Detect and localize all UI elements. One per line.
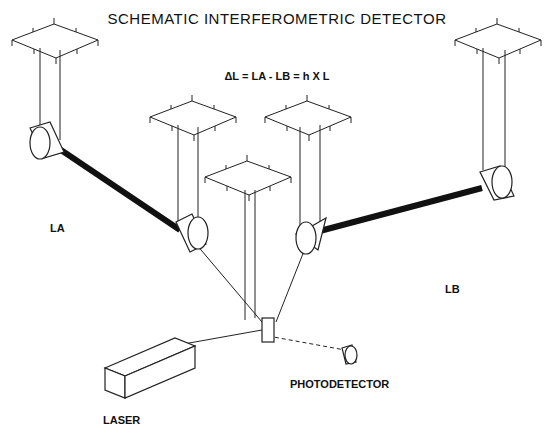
suspension-frame	[150, 95, 236, 141]
suspension-frame	[455, 18, 541, 64]
arm-la	[58, 148, 180, 230]
suspension-wire	[40, 48, 505, 320]
arm-lb	[316, 188, 482, 232]
test-mass	[30, 122, 514, 254]
beam-splitter	[262, 318, 274, 342]
arm-label: LB	[445, 283, 460, 295]
equation-label: ΔL = LA - LB = h X L	[224, 70, 329, 82]
diagram-title: SCHEMATIC INTERFEROMETRIC DETECTOR	[108, 10, 447, 27]
laser-box	[105, 338, 195, 398]
suspension-frame	[12, 18, 98, 64]
suspension-frame	[205, 155, 291, 201]
component-label: PHOTODETECTOR	[290, 378, 389, 390]
component-label: LASER	[103, 414, 140, 426]
laser-beam	[150, 244, 345, 350]
arm-label: LA	[50, 222, 65, 234]
photodetector-symbol	[342, 345, 357, 364]
suspension-frame	[265, 95, 351, 141]
